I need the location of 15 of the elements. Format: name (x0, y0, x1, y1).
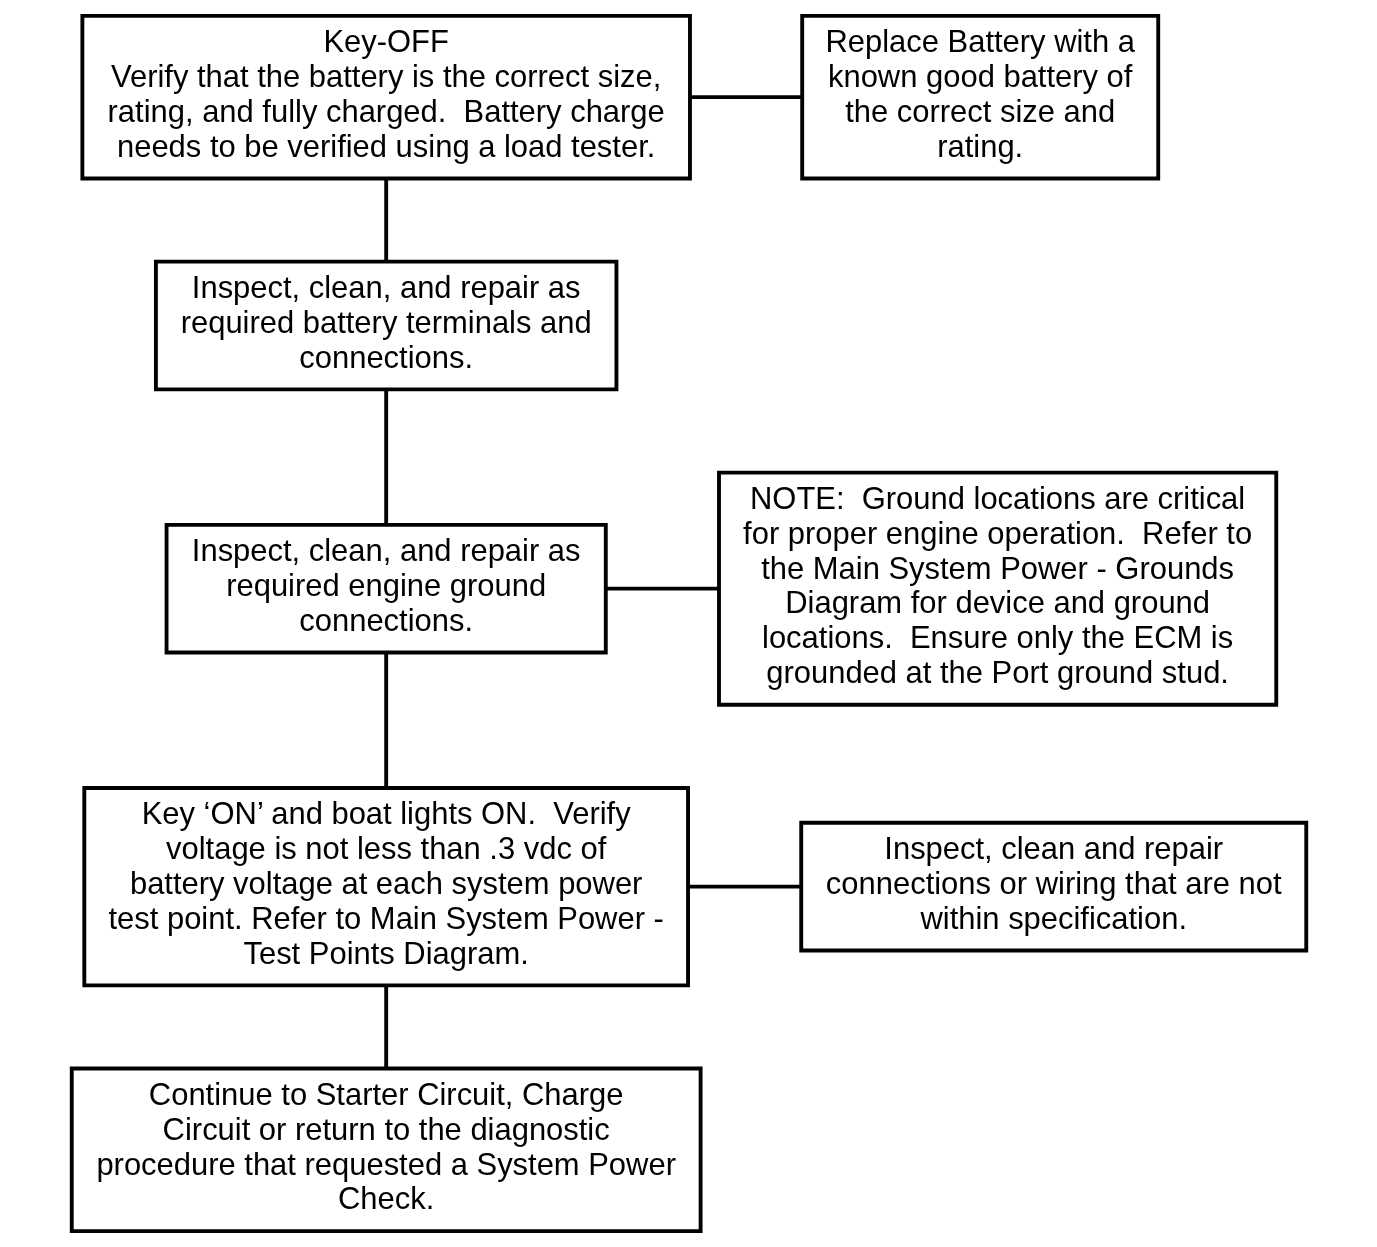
connector (689, 95, 802, 100)
node-box: Key ‘ON’ and boat lights ON. Verify voltage is not less than .3 vdc of battery voltage at each system power test point. Refer to Main System Power - Test Points Diagram. (81, 786, 690, 988)
connector (383, 985, 388, 1068)
connector (383, 389, 388, 525)
connector (383, 652, 388, 788)
node-box: Inspect, clean, and repair as required battery terminals and connections. (153, 259, 618, 392)
node-box: Inspect, clean and repair connections or wiring that are not within specification. (798, 820, 1308, 953)
connector (687, 884, 801, 889)
node-box: Key-OFF Verify that the battery is the correct size, rating, and fully charged. Battery charge needs to be verified using a load tester. (79, 13, 692, 181)
node-box: Replace Battery with a known good battery of the correct size and rating. (799, 13, 1160, 181)
node-box: Continue to Starter Circuit, Charge Circuit or return to the diagnostic procedure that requested a System Power Check. (69, 1066, 703, 1234)
node-box: NOTE: Ground locations are critical for proper engine operation. Refer to the Main System Power - Grounds Diagram for device and ground locations. Ensure only the ECM is grounded at the Port ground stud. (716, 470, 1278, 707)
node-box: Inspect, clean, and repair as required engine ground connections. (164, 522, 608, 655)
connector (383, 179, 388, 262)
connector (605, 586, 719, 591)
